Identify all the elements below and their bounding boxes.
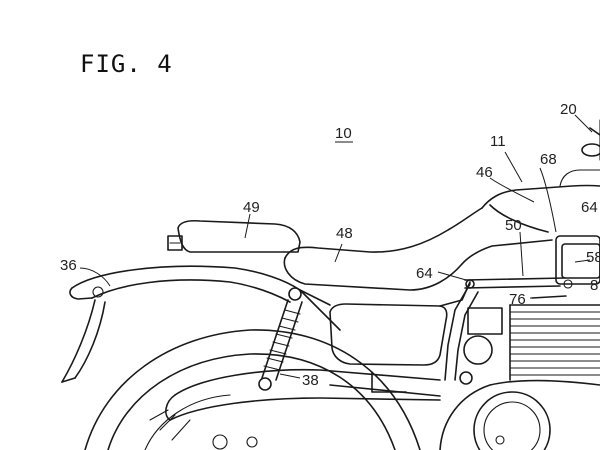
ref-20: 20	[560, 101, 577, 118]
side-cover	[299, 281, 471, 366]
electrical-box	[555, 235, 600, 289]
ref-58: 58	[586, 249, 600, 266]
rider-seat	[283, 207, 483, 291]
ref-50: 50	[505, 217, 522, 234]
ref-64-lower: 64	[416, 265, 433, 282]
swingarm	[165, 368, 441, 421]
pillion-seat	[167, 219, 301, 253]
crankcase	[439, 379, 600, 450]
ref-38: 38	[302, 372, 319, 389]
ref-11: 11	[490, 133, 506, 150]
ref-8: 8	[590, 277, 598, 294]
ref-10: 10	[335, 125, 352, 142]
ref-49: 49	[243, 199, 260, 216]
ref-64-upper: 64	[581, 199, 598, 216]
rear-shock-absorber	[258, 287, 303, 391]
frame-rail	[444, 277, 567, 381]
handlebar-area	[581, 119, 600, 161]
leader-lines	[79, 114, 593, 379]
engine-cylinder	[459, 304, 600, 385]
ref-48: 48	[336, 225, 353, 242]
ref-36: 36	[60, 257, 77, 274]
ref-68: 68	[540, 151, 557, 168]
fuel-tank	[461, 169, 600, 265]
ref-46: 46	[476, 164, 493, 181]
rear-fender	[61, 265, 301, 383]
ref-76: 76	[509, 291, 526, 308]
figure-label: FIG. 4	[80, 50, 173, 78]
rear-wheel	[84, 329, 421, 450]
